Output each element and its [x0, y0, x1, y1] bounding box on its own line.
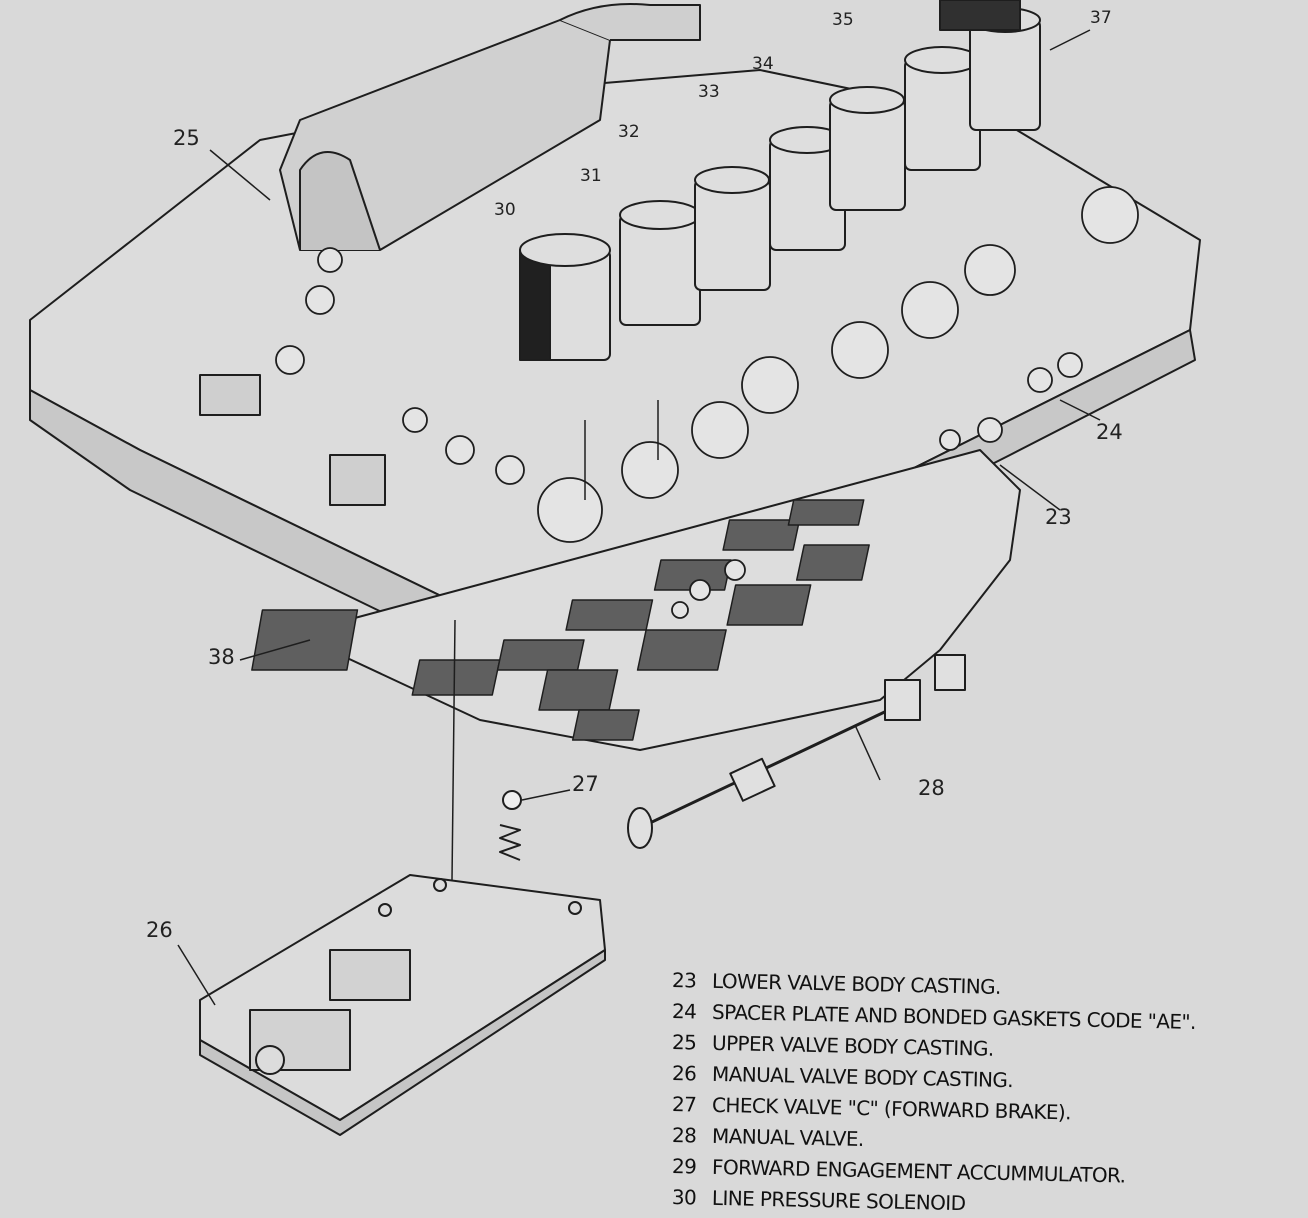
- callout-28: 28: [918, 776, 945, 800]
- callout-35: 35: [832, 10, 854, 30]
- callout-30: 30: [494, 200, 516, 220]
- callout-25: 25: [173, 126, 200, 150]
- manual-valve-body-casting: [199, 874, 606, 1136]
- callout-24: 24: [1096, 420, 1123, 444]
- legend-text: UPPER VALVE BODY CASTING.: [711, 1030, 994, 1061]
- manual-valve: [627, 654, 966, 849]
- legend-number: 25: [671, 1030, 697, 1055]
- callout-37: 37: [1090, 8, 1112, 28]
- check-ball: [502, 790, 522, 810]
- legend-number: 29: [671, 1154, 697, 1179]
- callout-32: 32: [618, 122, 640, 142]
- legend-number: 27: [671, 1092, 697, 1117]
- callout-38: 38: [208, 645, 235, 669]
- legend-number: 24: [671, 999, 697, 1024]
- legend-text: MANUAL VALVE BODY CASTING.: [711, 1061, 1014, 1093]
- legend-text: MANUAL VALVE.: [711, 1123, 864, 1152]
- solenoid-row: [519, 0, 1041, 361]
- check-spring: [499, 824, 521, 861]
- legend-number: 26: [671, 1061, 697, 1086]
- callout-27: 27: [572, 772, 599, 796]
- callout-23: 23: [1045, 505, 1072, 529]
- callout-26: 26: [146, 918, 173, 942]
- callout-34: 34: [752, 54, 774, 74]
- callout-31: 31: [580, 166, 602, 186]
- legend-number: 23: [671, 968, 697, 993]
- legend-text: LINE PRESSURE SOLENOID: [711, 1185, 966, 1216]
- legend-text: LOWER VALVE BODY CASTING.: [711, 968, 1002, 999]
- legend-number: 28: [671, 1123, 697, 1148]
- callout-33: 33: [698, 82, 720, 102]
- legend-number: 30: [671, 1185, 697, 1210]
